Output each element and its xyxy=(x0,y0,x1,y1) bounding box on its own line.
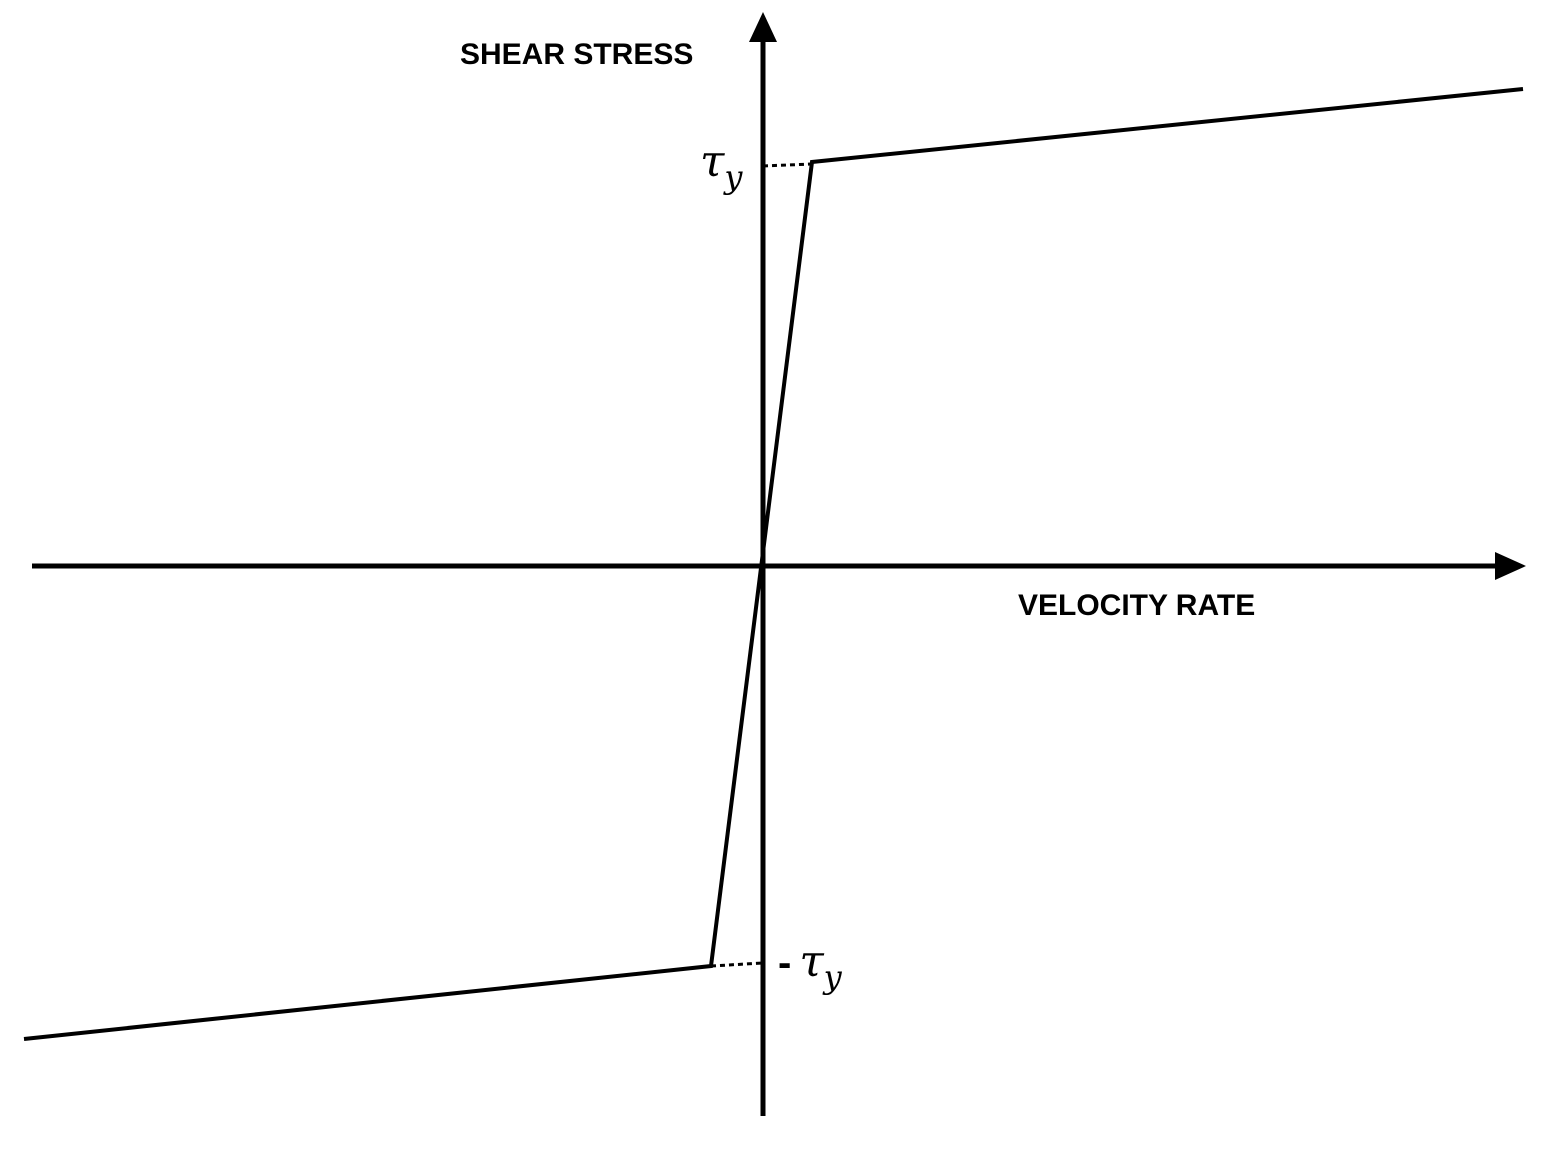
negative-sign: - xyxy=(778,941,791,985)
tau-symbol: τ xyxy=(700,136,725,187)
upper-yield-label: τy xyxy=(700,136,743,196)
x-axis-arrowhead xyxy=(1495,552,1526,580)
tau-subscript: y xyxy=(822,958,843,996)
tau-symbol: τ xyxy=(799,936,824,987)
stress-rate-curve xyxy=(23,87,1524,1041)
x-axis-title: VELOCITY RATE xyxy=(1018,589,1255,622)
lower-yield-label: -τy xyxy=(778,936,843,996)
upper-yield-guide xyxy=(762,162,813,168)
tau-subscript: y xyxy=(722,158,743,196)
y-axis-arrowhead xyxy=(749,12,777,42)
lower-yield-guide xyxy=(710,961,764,968)
y-axis-title: SHEAR STRESS xyxy=(460,38,693,71)
